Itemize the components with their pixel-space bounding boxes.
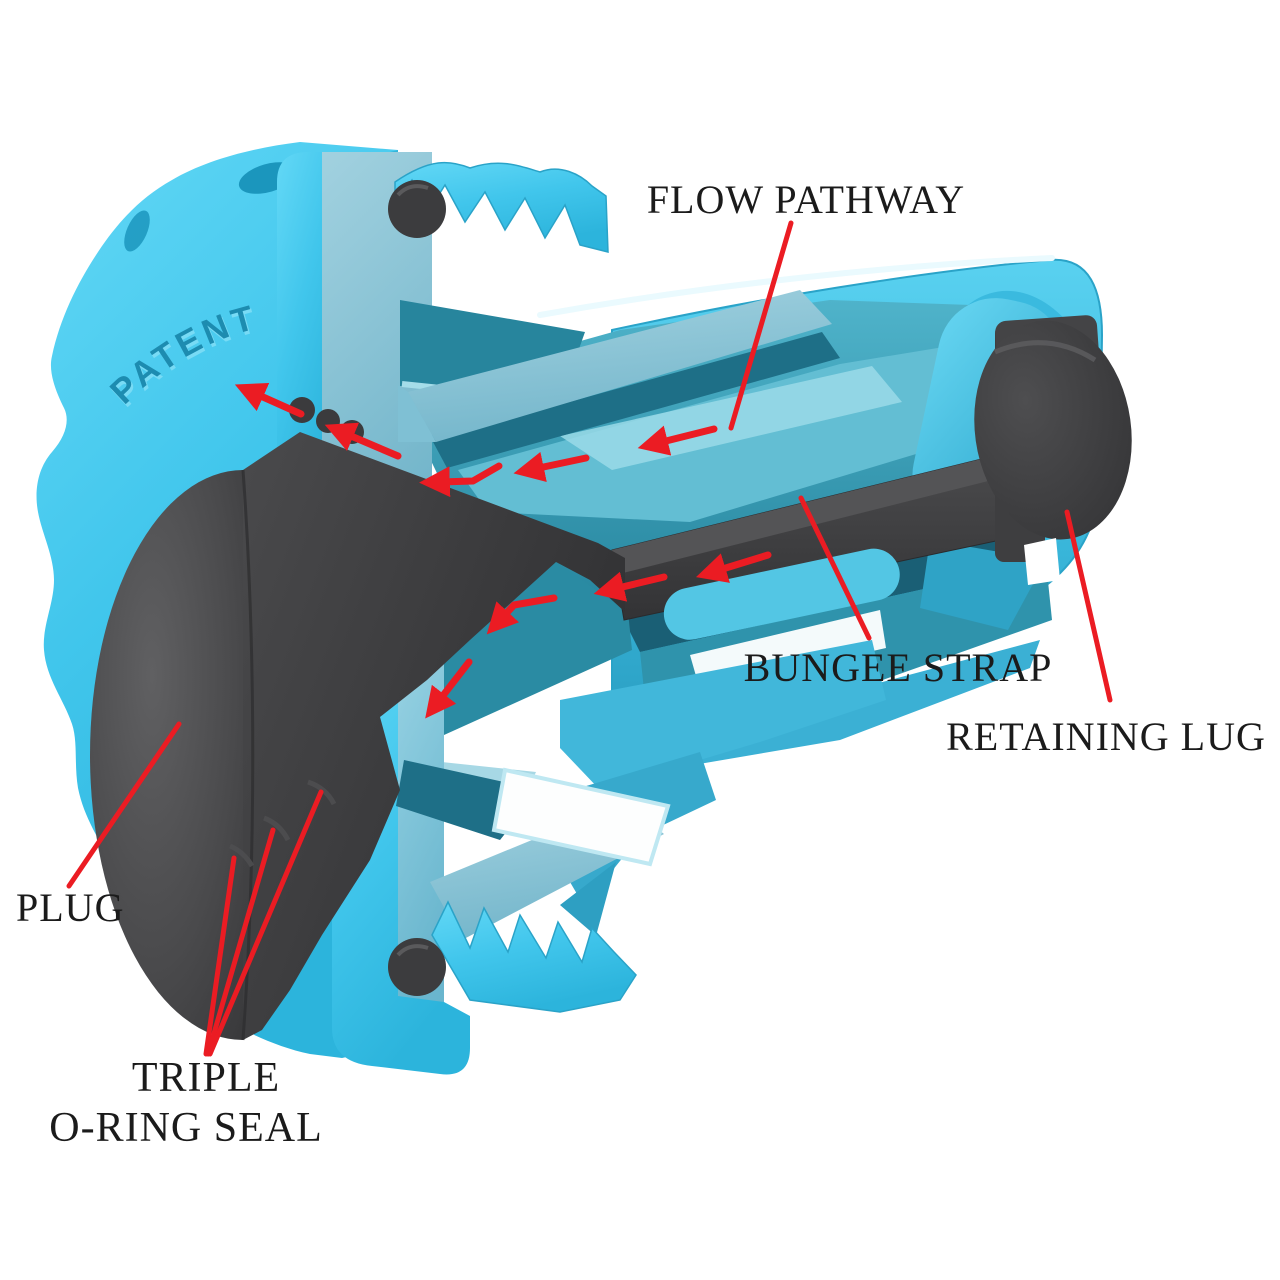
plug-oring-bump-top-2	[316, 409, 340, 433]
label-triple-line1: TRIPLE	[132, 1055, 280, 1101]
plug-oring-ridge-1	[228, 843, 255, 868]
label-flow-pathway: FLOW PATHWAY	[647, 177, 965, 222]
top-roof-cutface	[408, 290, 832, 442]
plug-cone	[243, 432, 625, 1040]
leader-plug	[66, 721, 182, 889]
flow-arrow-lower-1	[695, 551, 772, 583]
tab-lower-bump	[920, 540, 1046, 630]
top-oring-highlight	[396, 184, 429, 197]
label-triple-line2: O-RING SEAL	[49, 1105, 322, 1151]
bottom-oring-highlight	[396, 944, 429, 957]
flow-arrows	[234, 382, 772, 719]
jaw-band	[560, 640, 886, 790]
sleeve-top-highlight	[537, 255, 1055, 318]
flow-arrow-upper-2	[513, 451, 590, 483]
lug-highlight	[994, 340, 1097, 363]
top-hook	[277, 152, 832, 560]
roof-shadow	[432, 332, 840, 468]
plug	[90, 397, 625, 1041]
lug-disc	[974, 320, 1132, 540]
leader-flow-pathway	[728, 220, 794, 431]
flow-arrow-lower-4	[425, 658, 473, 719]
bottom-threads	[431, 900, 637, 1013]
top-roof-corner	[398, 385, 436, 442]
bottom-post-cutface	[398, 648, 444, 1002]
plug-oring-bump-top-1	[289, 397, 315, 423]
plug-dome	[90, 470, 253, 1040]
leader-lines	[66, 220, 1113, 1057]
top-threads	[394, 161, 609, 253]
label-retaining-lug: RETAINING LUG	[946, 714, 1266, 759]
flow-arrow-upper-5	[234, 382, 305, 418]
leader-oring-2	[205, 827, 276, 1057]
leader-retaining-lug	[1064, 509, 1113, 703]
jaw-point-lower	[560, 862, 616, 936]
lug-notch	[1024, 538, 1060, 585]
flow-arrow-lower-3	[486, 594, 558, 635]
flow-arrow-lower-2	[593, 571, 668, 602]
leader-oring-1	[203, 855, 237, 1057]
callout-labels: FLOW PATHWAY BUNGEE STRAP RETAINING LUG …	[16, 177, 1266, 1151]
top-oring	[388, 180, 446, 238]
label-bungee-strap: BUNGEE STRAP	[744, 645, 1053, 690]
bottom-window	[491, 767, 671, 867]
flow-arrow-upper-3	[419, 462, 503, 498]
plug-oring-ridge-3	[307, 779, 337, 806]
flow-arrow-upper-1	[637, 425, 718, 456]
jaw-step-bar	[663, 548, 900, 640]
retaining-lug	[974, 315, 1132, 585]
plug-oring-ridge-2	[263, 815, 291, 842]
leader-oring-3	[207, 789, 324, 1057]
leader-bungee-strap	[798, 495, 872, 641]
label-plug: PLUG	[16, 885, 124, 930]
flow-arrow-upper-4	[324, 422, 402, 460]
strap-top-face	[612, 447, 1032, 575]
cap-slot	[124, 210, 150, 252]
